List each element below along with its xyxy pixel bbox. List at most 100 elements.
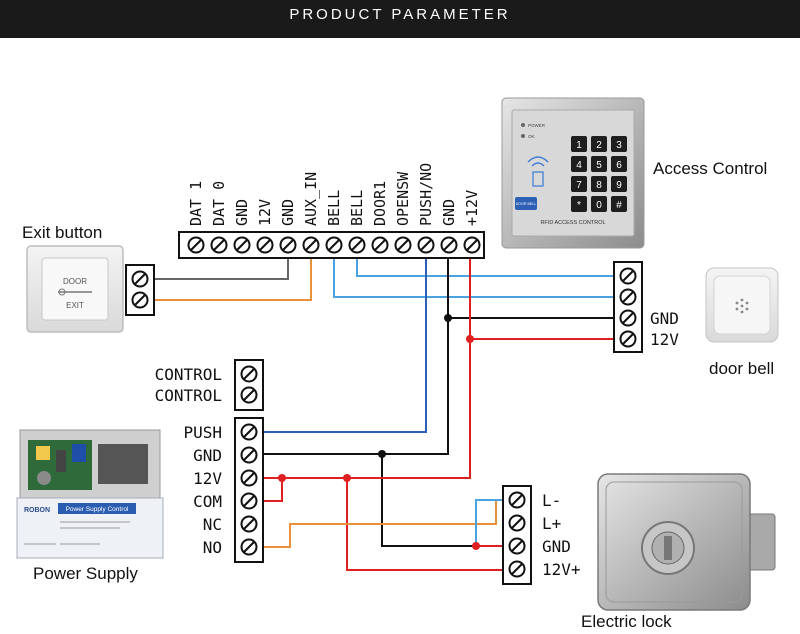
exit-button-terminal-block <box>125 264 155 316</box>
terminal-screw <box>240 515 258 533</box>
terminal-screw <box>240 423 258 441</box>
terminal-label: COM <box>193 492 222 511</box>
keypad-key-label: 4 <box>576 160 582 171</box>
keypad-key-label: 5 <box>596 160 602 171</box>
psu-brand: ROBON <box>24 507 50 514</box>
terminal-screw <box>508 514 526 532</box>
keypad-key: * <box>571 196 587 212</box>
terminal-screw <box>508 491 526 509</box>
keypad-key: 0 <box>591 196 607 212</box>
keypad-key-label: 6 <box>616 160 622 171</box>
terminal-label: GND <box>650 309 679 328</box>
terminal-screw <box>210 236 228 254</box>
terminal-screw <box>440 236 458 254</box>
terminal-label: GND <box>542 537 571 556</box>
terminal-screw <box>240 538 258 556</box>
keypad-key-label: 9 <box>616 180 622 191</box>
terminal-screw <box>302 236 320 254</box>
keypad-key-label: * <box>577 200 581 211</box>
keypad-key-label: # <box>616 200 622 211</box>
terminal-label: 12V <box>650 330 679 349</box>
door-bell-button <box>515 197 537 210</box>
controller-terminal-label: GND <box>233 199 251 226</box>
terminal-screw <box>508 537 526 555</box>
keypad-key: 4 <box>571 156 587 172</box>
terminal-label: NO <box>203 538 222 557</box>
electric-lock-label: Electric lock <box>581 612 672 631</box>
junction-dots <box>278 314 480 550</box>
power-supply-label: Power Supply <box>33 564 138 583</box>
keypad-key: 8 <box>591 176 607 192</box>
controller-terminal-label: 12V <box>256 199 274 226</box>
junction-dot <box>466 335 474 343</box>
terminal-screw <box>240 365 258 383</box>
terminal-label: PUSH <box>183 423 222 442</box>
exit-button-device: DOOR EXIT <box>26 245 124 333</box>
terminal-label: CONTROL <box>155 365 222 384</box>
junction-dot <box>343 474 351 482</box>
wire-l-minus <box>475 499 505 524</box>
psu-heatsink <box>98 444 148 484</box>
keypad-key: 9 <box>611 176 627 192</box>
page-title: PRODUCT PARAMETER <box>289 6 511 23</box>
terminal-screw <box>131 291 149 309</box>
terminal-screw <box>233 236 251 254</box>
terminal-label: 12V+ <box>542 560 581 579</box>
psu-title: Power Supply Control <box>66 506 129 513</box>
junction-dot <box>378 450 386 458</box>
door-bell-button-label: DOOR BELL <box>516 202 537 206</box>
keypad-key-label: 2 <box>596 140 602 151</box>
terminal-screw <box>325 236 343 254</box>
terminal-screw <box>417 236 435 254</box>
keypad-key-label: 7 <box>576 180 582 191</box>
terminal-screw <box>240 492 258 510</box>
wire-push <box>260 246 427 433</box>
terminal-screw <box>394 236 412 254</box>
terminal-label: L+ <box>542 514 561 533</box>
indicator-ok-label: OK <box>528 134 535 139</box>
electric-lock-device <box>597 473 776 611</box>
controller-terminal-label: BELL <box>325 190 343 226</box>
keypad-caption: RFID ACCESS CONTROL <box>540 220 605 226</box>
wire-gnd-lock <box>381 454 505 547</box>
terminal-screw <box>348 236 366 254</box>
terminal-label: GND <box>193 446 222 465</box>
speaker-grille-icon <box>735 298 749 314</box>
terminal-screw <box>240 446 258 464</box>
keypad-key-label: 3 <box>616 140 622 151</box>
electric-lock-terminal-block: L- L+ GND 12V+ <box>502 485 581 585</box>
controller-terminal-label: DAT 1 <box>187 181 205 226</box>
access-control-label: Access Control <box>653 159 767 178</box>
indicator-power-label: POWER <box>528 123 546 128</box>
wire-bell-2 <box>333 246 616 298</box>
keypad-key: 3 <box>611 136 627 152</box>
door-bell-terminal-block: GND 12V <box>613 261 679 353</box>
terminal-screw <box>240 386 258 404</box>
keypad-key: 2 <box>591 136 607 152</box>
keypad-key-label: 0 <box>596 200 602 211</box>
exit-button-label: Exit button <box>22 223 102 242</box>
exit-plate-door-text: DOOR <box>63 277 87 286</box>
exit-plate-exit-text: EXIT <box>66 301 84 310</box>
terminal-screw <box>371 236 389 254</box>
terminal-screw <box>508 560 526 578</box>
door-bell-label: door bell <box>709 359 774 378</box>
terminal-label: L- <box>542 491 561 510</box>
controller-terminal-label: BELL <box>348 190 366 226</box>
door-bell-device <box>705 267 779 343</box>
controller-terminal-label: GND <box>440 199 458 226</box>
wire-12v <box>260 246 471 479</box>
junction-dot <box>444 314 452 322</box>
controller-terminal-label: PUSH/NO <box>417 163 435 226</box>
keypad-key: 7 <box>571 176 587 192</box>
terminal-screw <box>240 469 258 487</box>
terminal-screw <box>279 236 297 254</box>
terminal-screw <box>619 267 637 285</box>
terminal-screw <box>256 236 274 254</box>
